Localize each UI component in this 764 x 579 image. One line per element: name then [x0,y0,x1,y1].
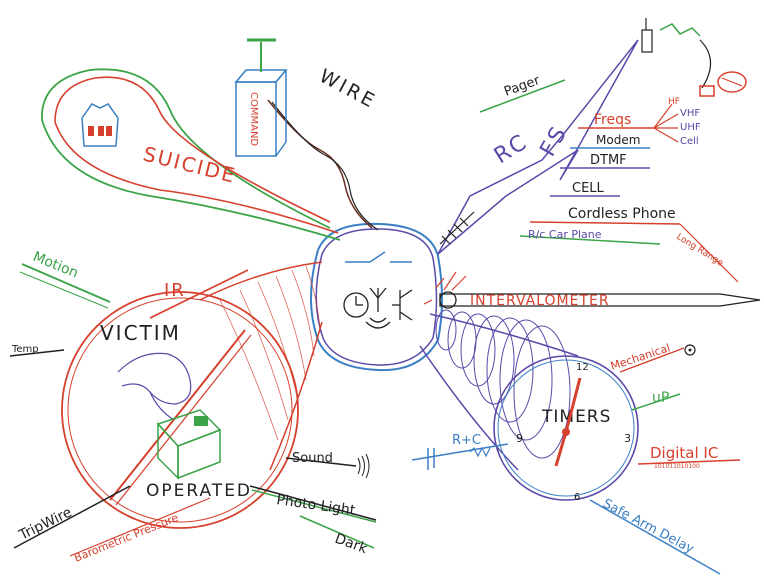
freqs-label: Freqs [594,112,631,128]
mechanical-line [619,347,685,373]
barometric-label: Barometric Pressure [72,511,180,565]
vest-icon [81,103,119,147]
victim-cone-top [199,261,323,301]
signal-zigzag [659,23,701,37]
intervalometer-branch: INTERVALOMETER [423,271,761,309]
modem-label: Modem [596,133,640,147]
pager-line [479,79,566,113]
tripwire-label: TripWire [16,504,75,544]
antenna-coil [439,211,475,245]
command-branch: COMMAND WIRE [234,38,381,231]
sparks-icon [423,271,467,305]
command-label: COMMAND [248,92,259,146]
cell-label: CELL [572,181,605,196]
digital-sub-label: 101011010100 [654,463,700,470]
victim-circle-inner [67,297,293,523]
rc-car-plane-label: R/c Car Plane [528,228,602,241]
digital-ic-label: Digital IC [650,444,718,462]
vhf-label: VHF [680,108,700,119]
sound-branch: Sound [285,451,370,479]
rc-label: RC [490,129,533,169]
rc-timer-label: R+C [452,433,481,448]
clock-12-label: 12 [576,362,589,373]
cordless-line [529,221,681,225]
temp-branch: Temp [9,344,65,357]
dark-label: Dark [333,531,371,558]
mechanical-label: Mechanical [609,341,672,372]
antenna-icon [365,287,391,329]
gear-icon [684,344,696,356]
safe-arm-delay-label: Safe Arm Delay [600,496,696,557]
victim-label: VICTIM [100,321,181,345]
long-range-label: Long Range [674,232,725,269]
clock-6-label: 6 [574,492,580,503]
dtmf-label: DTMF [590,153,627,168]
suicide-loop-green [41,68,341,241]
clock-3-label: 3 [624,432,631,445]
operated-label: OPERATED [146,481,252,501]
fs-label: FS [536,121,574,161]
command-detonator-icon [234,38,288,157]
long-range-line [679,223,739,283]
up-label: uP [652,390,669,406]
intervalometer-label: INTERVALOMETER [470,293,610,309]
pressure-box-icon [156,409,222,480]
timers-label: TIMERS [541,407,611,427]
digital-ic-line [637,459,741,465]
victim-circle [61,291,299,529]
cordless-phone-label: Cordless Phone [568,206,676,222]
up-line [631,393,681,411]
clock-hands-icon [554,377,582,467]
temp-label: Temp [11,344,39,355]
clock-9-label: 9 [516,432,523,445]
rc-timer-branch: R+C [411,433,509,470]
timers-cone-rings [435,309,571,459]
intervalometer-pencil [439,293,761,307]
no-slash-2 [115,334,252,506]
motion-branch: Motion [19,249,111,309]
suicide-branch: SUICIDE [41,68,341,241]
timers-cone-bottom [419,345,519,471]
hand-icon [117,352,192,421]
hf-label: HF [668,97,680,107]
timers-cone-top [429,313,579,357]
victim-branch: VICTIM OPERATED [61,261,323,529]
rc-car-line [519,235,661,245]
motion-label: Motion [31,249,81,282]
suicide-loop-red [54,76,339,234]
timers-clock-face [493,355,639,501]
transistor-symbol [392,289,413,321]
ir-branch: IR [149,269,249,319]
timers-branch: TIMERS 12 9 3 6 Mechanical uP Digital IC… [411,309,741,575]
pager-device-icon [699,39,747,97]
sound-waves-icon [357,453,370,479]
freqs-fan [653,103,679,143]
rc-branch: RC FS Pager Freqs [437,18,747,283]
barometric-branch: Barometric Pressure [69,497,211,565]
hub-outline-purple [315,228,438,366]
hub-outline-blue [310,222,443,372]
no-slash [109,329,246,501]
switch-symbol [345,251,412,263]
central-hub [310,222,443,372]
rc-lightning [437,39,639,255]
timers-clock-face-2 [497,359,635,497]
photo-light-label: Photo Light [275,492,356,519]
sound-label: Sound [292,451,333,466]
suicide-label: SUICIDE [141,142,239,188]
intervalometer-knob [439,291,457,309]
victim-cone-hatch [219,265,321,441]
uhf-label: UHF [680,122,701,133]
safe-arm-line [589,499,721,575]
wire-label: WIRE [316,65,381,113]
hub-clock-icon [343,292,369,318]
cell-small-label: Cell [680,136,699,147]
ir-label: IR [164,280,186,301]
wire-line-2 [271,101,379,231]
photo-light-branch: Photo Light Dark [249,485,377,558]
cell-phone-icon [641,18,653,53]
